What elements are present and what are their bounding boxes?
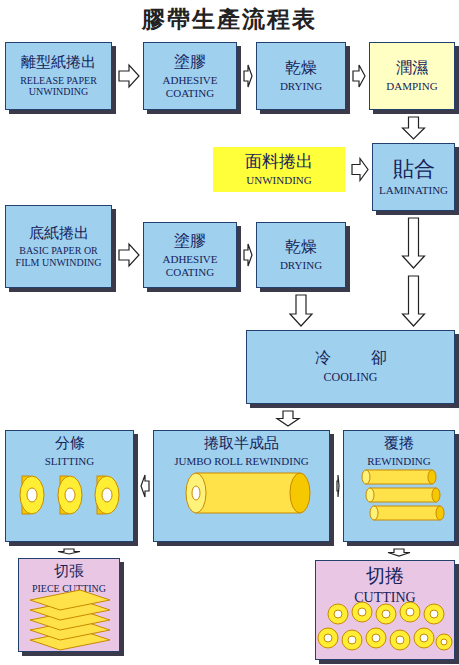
step-name-english: REWINDING	[367, 455, 431, 468]
flow-arrow	[403, 117, 425, 139]
step-name: 離型紙捲出	[21, 54, 96, 71]
process-box: 冷卻 COOLING	[246, 330, 455, 404]
flow-arrow	[337, 475, 339, 497]
step-name: 面料捲出	[245, 152, 313, 172]
process-box: 乾燥 DRYING	[256, 42, 346, 110]
process-box: 貼合 LAMINATING	[372, 143, 455, 211]
process-box: 潤濕 DAMPING	[369, 42, 455, 110]
step-name: 切張	[54, 563, 84, 580]
step-name: 塗膠	[174, 53, 206, 71]
process-box: 底紙捲出 BASIC PAPER OR FILM UNWINDING	[5, 205, 112, 288]
step-name-english: DAMPING	[386, 80, 437, 93]
step-name-english: PIECE CUTTING	[32, 583, 106, 595]
step-name: 塗膠	[174, 232, 206, 250]
flow-arrow	[141, 475, 149, 497]
process-box: 塗膠 ADHESIVE COATING	[143, 222, 237, 288]
flow-arrow	[119, 244, 139, 266]
process-box: 面料捲出 UNWINDING	[213, 147, 345, 192]
flow-arrow	[277, 411, 299, 426]
step-name: 覆捲	[384, 435, 414, 452]
process-box: 分條 SLITTING	[5, 430, 134, 542]
process-box: 切張 PIECE CUTTING	[18, 558, 120, 652]
process-box: 覆捲 REWINDING	[343, 430, 455, 542]
step-name-english: BASIC PAPER OR FILM UNWINDING	[9, 245, 108, 268]
step-name-english: UNWINDING	[246, 174, 311, 187]
process-box: 離型紙捲出 RELEASE PAPER UNWINDING	[5, 42, 112, 110]
step-name-english: ADHESIVE COATING	[147, 253, 233, 278]
process-box: 切捲 CUTTING	[315, 560, 455, 660]
step-name-english: COOLING	[324, 371, 378, 385]
flow-arrow	[403, 218, 425, 326]
step-name-english: CUTTING	[354, 590, 415, 606]
step-name: 切捲	[366, 565, 404, 587]
step-name-english: LAMINATING	[379, 184, 448, 197]
diagram-title: 膠帶生產流程表	[0, 4, 459, 35]
step-name: 分條	[55, 435, 85, 452]
flow-arrow	[244, 244, 252, 266]
process-box: 塗膠 ADHESIVE COATING	[143, 42, 237, 110]
flow-arrow	[353, 65, 365, 87]
flow-arrow	[352, 159, 368, 181]
step-name-english: JUMBO ROLL REWINDING	[174, 455, 309, 468]
flow-arrow	[290, 295, 312, 326]
step-name: 乾燥	[285, 59, 317, 77]
flow-arrow	[244, 65, 252, 87]
process-box: 捲取半成品 JUMBO ROLL REWINDING	[153, 430, 330, 542]
step-name-english: DRYING	[280, 259, 322, 272]
step-name: 冷卻	[315, 349, 427, 367]
flow-arrow	[119, 65, 139, 87]
step-name-english: ADHESIVE COATING	[147, 74, 233, 99]
flow-arrow	[388, 549, 410, 556]
flow-arrow	[58, 549, 80, 554]
step-name: 捲取半成品	[204, 435, 279, 452]
step-name: 底紙捲出	[29, 225, 89, 242]
step-name: 潤濕	[396, 59, 428, 77]
step-name-english: SLITTING	[45, 455, 95, 468]
step-name-english: DRYING	[280, 80, 322, 93]
process-box: 乾燥 DRYING	[256, 222, 346, 288]
step-name: 乾燥	[285, 238, 317, 256]
step-name-english: RELEASE PAPER UNWINDING	[9, 75, 108, 98]
step-name: 貼合	[393, 157, 435, 181]
